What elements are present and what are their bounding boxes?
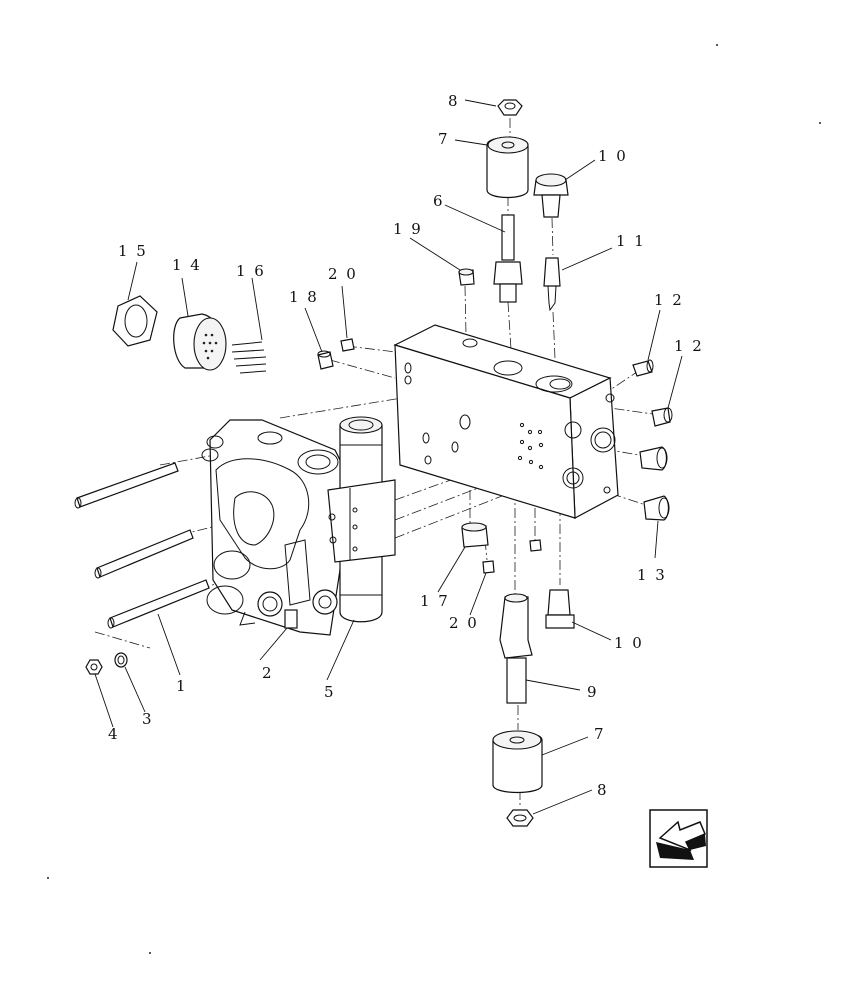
callout-11: 1 1 [616,232,646,250]
speck [716,44,718,46]
speck [149,952,151,954]
callout-8-bottom: 8 [597,781,609,799]
valve-body [201,419,346,636]
callout-7-bottom: 7 [594,725,606,743]
manifold-block [393,324,619,519]
callout-19: 1 9 [393,220,423,238]
arrow-down-left-icon[interactable] [649,809,708,868]
callout-15: 1 5 [118,242,148,260]
connector-group [112,295,267,374]
callout-7-top: 7 [438,130,450,148]
callout-4: 4 [108,725,120,743]
callout-16: 1 6 [236,262,266,280]
callout-2: 2 [262,664,274,682]
callout-12-upper: 1 2 [654,291,684,309]
tie-rods [74,462,210,629]
callout-17: 1 7 [420,592,450,610]
callout-1: 1 [176,677,188,695]
lower-valve-stack [492,589,575,827]
callout-6: 6 [433,192,445,210]
nut-and-washer [85,652,128,675]
callout-3: 3 [142,710,154,728]
leader-lines [94,99,683,815]
callout-10-top: 1 0 [598,147,628,165]
callout-20-top: 2 0 [328,265,358,283]
upper-valve-stack [486,99,529,303]
callout-10-bottom: 1 0 [614,634,644,652]
speck [47,877,49,879]
solenoid-cartridge [327,416,396,623]
callout-14: 1 4 [172,256,202,274]
sensor-parts [533,173,569,312]
callout-8-top: 8 [448,92,460,110]
callout-12-lower: 1 2 [674,337,704,355]
callout-18: 1 8 [289,288,319,306]
callout-20-bottom: 2 0 [449,614,479,632]
speck [819,122,821,124]
callout-9: 9 [587,683,599,701]
callout-labels: 8 7 1 0 6 1 9 1 1 1 5 1 4 1 6 2 0 1 8 1 … [108,92,704,799]
plugs [317,268,673,574]
callout-13: 1 3 [637,566,667,584]
callout-5: 5 [324,683,336,701]
